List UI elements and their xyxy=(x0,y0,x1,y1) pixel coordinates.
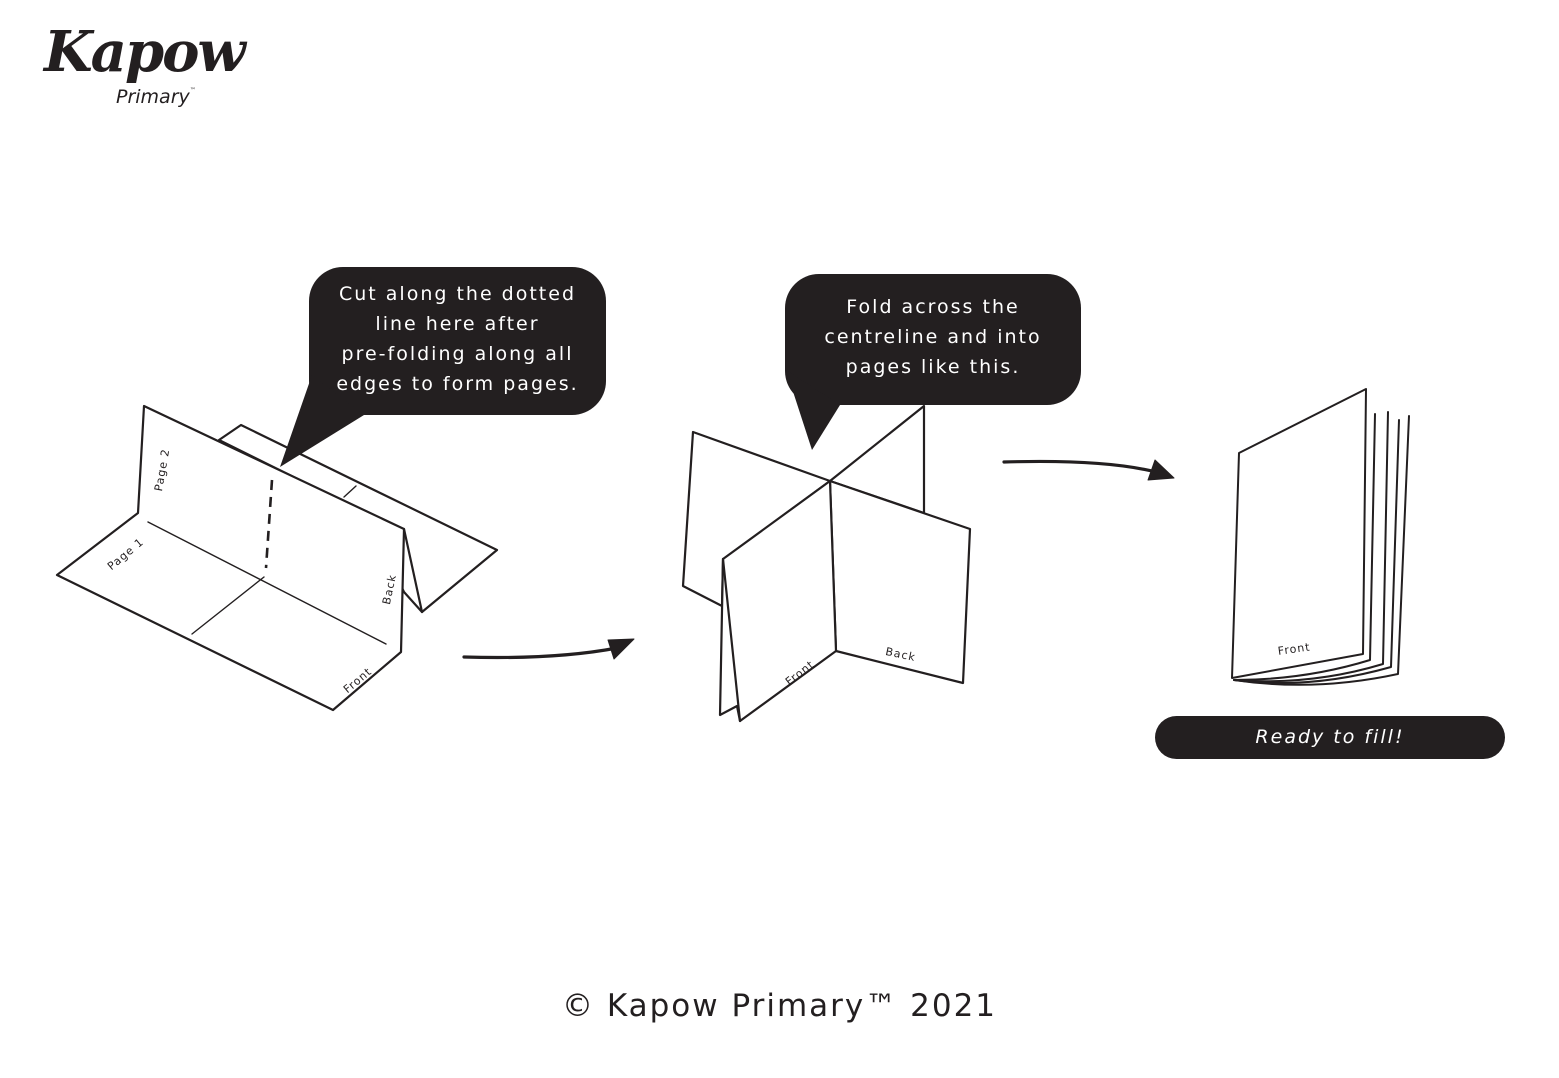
logo-brand: Kapow xyxy=(44,19,246,85)
copyright-footer: © Kapow Primary™ 2021 xyxy=(561,988,998,1024)
bubble-cut-text: Cut along the dotted line here after pre… xyxy=(309,279,606,399)
bubble-fold-text: Fold across the centreline and into page… xyxy=(785,292,1081,382)
speech-bubble-1 xyxy=(280,267,606,467)
logo-subtitle: Primary™ xyxy=(116,88,196,107)
ready-to-fill-badge: Ready to fill! xyxy=(1155,716,1505,759)
bubble-line: pre-folding along all xyxy=(341,343,574,365)
bubble-line: Cut along the dotted xyxy=(338,283,577,305)
speech-bubble-2 xyxy=(785,274,1081,450)
step-1-folded-sheet xyxy=(55,404,499,712)
bubble-line: edges to form pages. xyxy=(336,373,579,395)
bubble-line: Fold across the xyxy=(846,296,1020,318)
curved-arrow-right-icon xyxy=(1002,459,1158,474)
step-3-booklet xyxy=(1231,388,1410,686)
bubble-line: pages like this. xyxy=(845,356,1021,378)
bubble-line: line here after xyxy=(375,313,540,335)
step-2-folded-pages xyxy=(681,404,972,723)
bubble-line: centreline and into xyxy=(824,326,1042,348)
logo-trademark: ™ xyxy=(189,87,196,94)
logo-sub-text: Primary xyxy=(116,86,190,108)
curved-arrow-right-icon xyxy=(462,646,619,660)
